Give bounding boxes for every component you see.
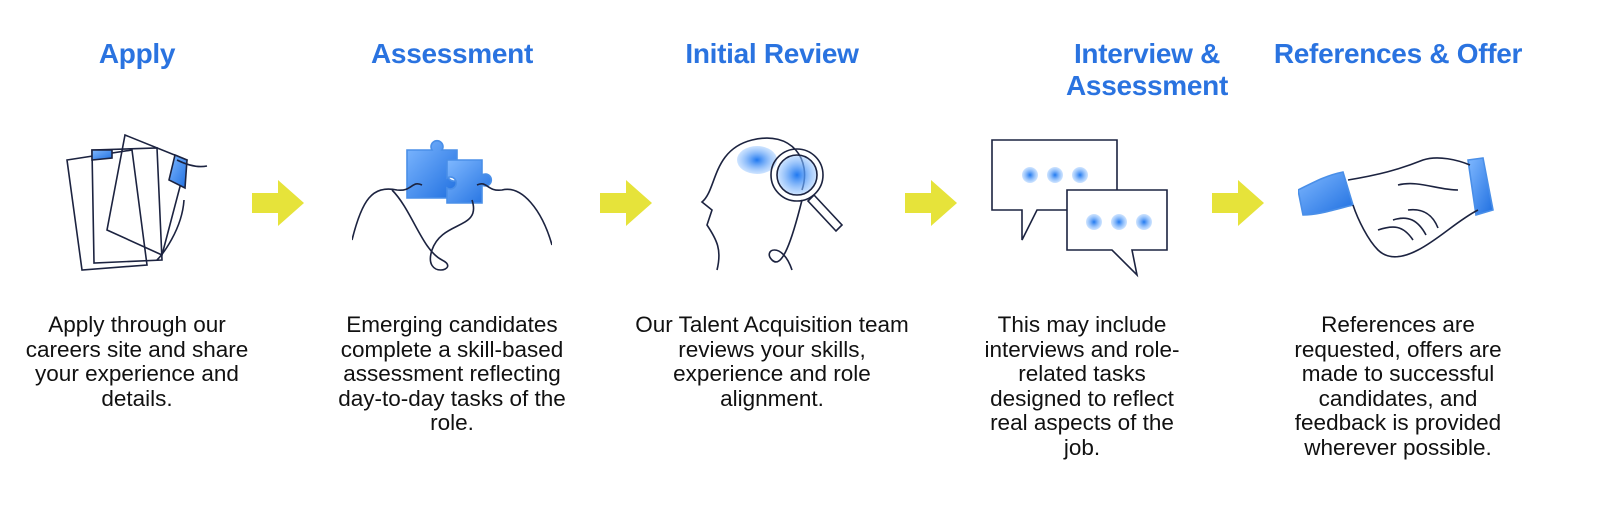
- puzzle-icon: [352, 139, 552, 271]
- handshake-icon: [1298, 157, 1494, 258]
- step-description: Our Talent Acquisition team reviews your…: [635, 312, 909, 411]
- step-description: Apply through our careers site and share…: [25, 312, 249, 411]
- step-title: Interview & Assessment: [1066, 38, 1228, 101]
- step-description: References are requested, offers are mad…: [1294, 312, 1502, 460]
- step-title: References & Offer: [1273, 38, 1523, 69]
- step-title: Assessment: [371, 38, 533, 69]
- head-magnifier-icon: [700, 137, 844, 271]
- arrow-right-icon: [252, 180, 304, 226]
- arrow-right-icon: [1212, 180, 1264, 226]
- step-description: This may include interviews and role-rel…: [984, 312, 1180, 460]
- arrow-right-icon: [905, 180, 957, 226]
- step-title: Initial Review: [685, 38, 859, 69]
- step-title: Apply: [98, 38, 176, 69]
- chat-bubbles-icon: [991, 139, 1168, 278]
- arrow-right-icon: [600, 180, 652, 226]
- documents-icon: [66, 133, 208, 271]
- step-description: Emerging candidates complete a skill-bas…: [338, 312, 566, 435]
